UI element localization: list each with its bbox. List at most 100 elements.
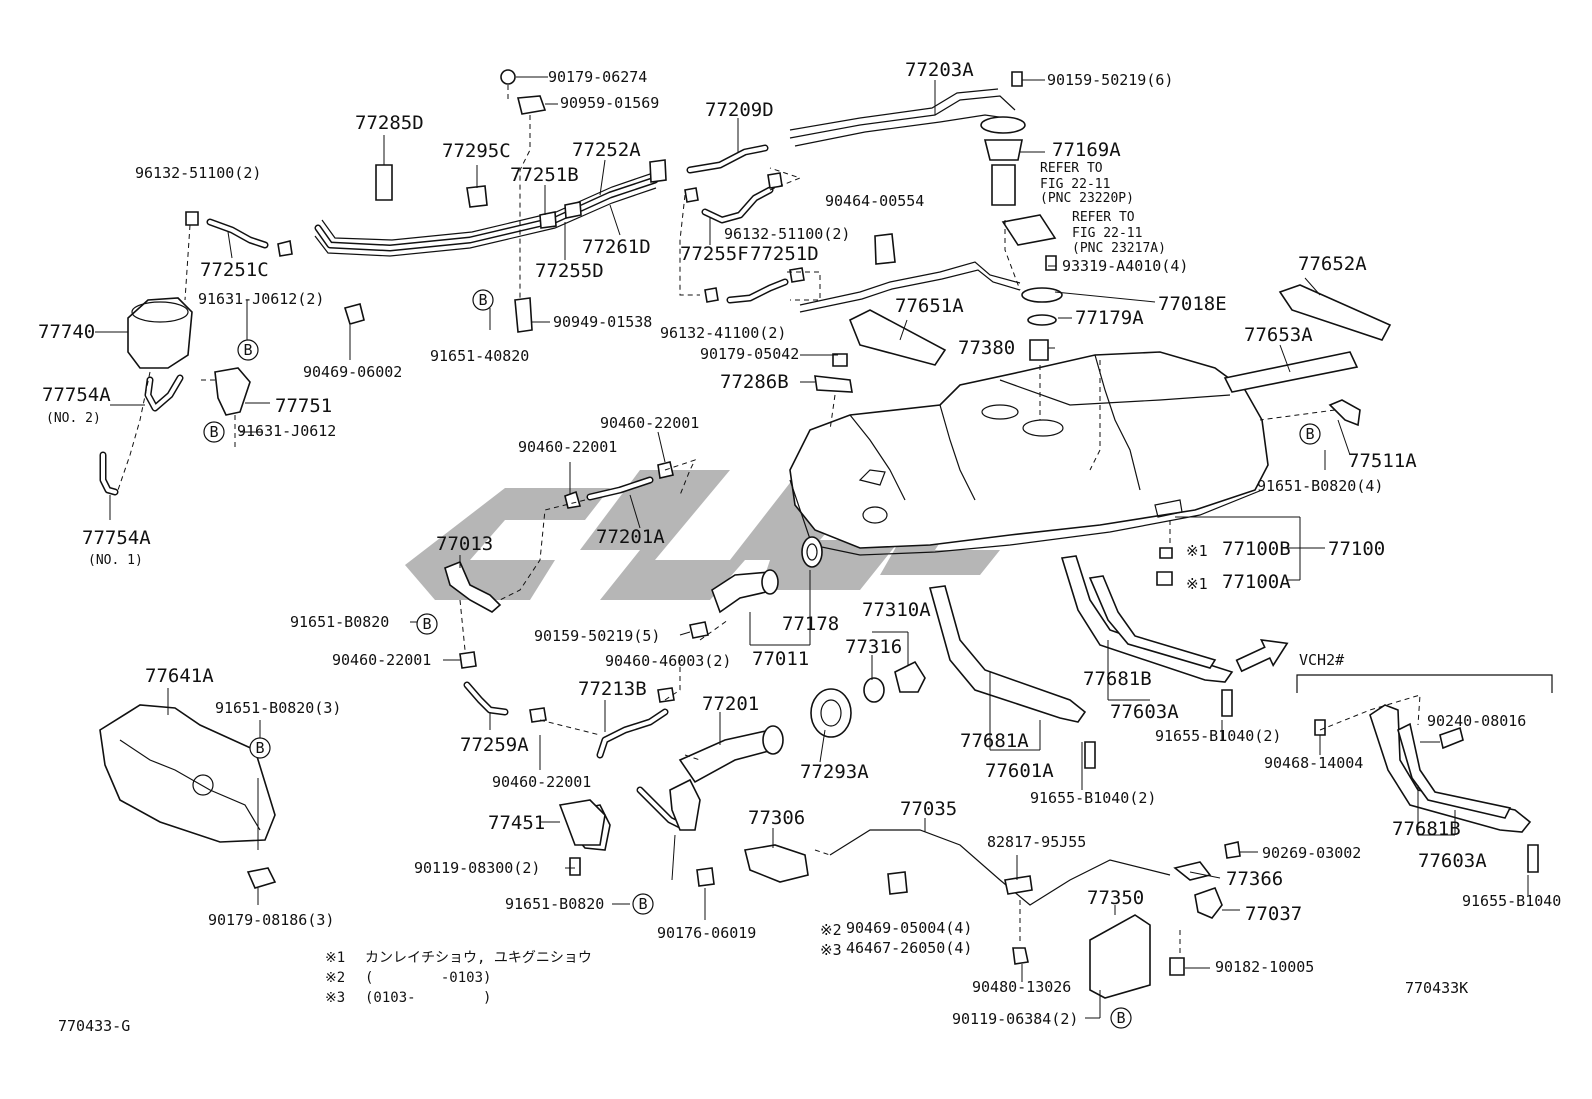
filler-pipe bbox=[569, 536, 1223, 999]
part-label: 77286B bbox=[720, 371, 789, 393]
part-label: 90179-05042 bbox=[700, 345, 799, 363]
part-label: FIG 22-11 bbox=[1072, 226, 1142, 241]
fuel-tank bbox=[789, 351, 1269, 556]
b-mark-circle bbox=[1110, 1007, 1132, 1029]
b-mark-circle bbox=[1299, 423, 1321, 445]
part-label: 90468-14004 bbox=[1264, 754, 1363, 772]
part-label: 77179A bbox=[1075, 307, 1144, 329]
part-label: 93319-A4010(4) bbox=[1062, 257, 1188, 275]
dashed-lines bbox=[117, 85, 1421, 960]
part-label: 91655-B1040(2) bbox=[1030, 789, 1156, 807]
part-label: 77100 bbox=[1328, 538, 1385, 560]
part-label: 77681B bbox=[1392, 818, 1461, 840]
part-label: REFER TO bbox=[1040, 161, 1103, 176]
canister bbox=[99, 297, 606, 889]
part-label: 77255D bbox=[535, 260, 604, 282]
part-label: FIG 22-11 bbox=[1040, 177, 1110, 192]
b-mark-letter: B bbox=[255, 739, 264, 757]
fuel-pump bbox=[980, 116, 1063, 361]
part-label: 77310A bbox=[862, 599, 931, 621]
part-label: 77295C bbox=[442, 140, 511, 162]
part-label: 90119-08300(2) bbox=[414, 859, 540, 877]
part-label: 90240-08016 bbox=[1427, 712, 1526, 730]
part-label: 91655-B1040 bbox=[1462, 892, 1561, 910]
part-label: 90460-22001 bbox=[600, 414, 699, 432]
part-label: 90179-06274 bbox=[548, 68, 647, 86]
part-label: 77035 bbox=[900, 798, 957, 820]
part-label: 77380 bbox=[958, 337, 1015, 359]
part-label: 90159-50219(5) bbox=[534, 627, 660, 645]
part-label: 77681A bbox=[960, 730, 1029, 752]
b-mark-letter: B bbox=[243, 341, 252, 359]
part-label: 77203A bbox=[905, 59, 974, 81]
part-label: 90119-06384(2) bbox=[952, 1010, 1078, 1028]
b-mark-letter: B bbox=[638, 895, 647, 913]
part-label: 77603A bbox=[1110, 701, 1179, 723]
part-label: 91651-B0820 bbox=[290, 613, 389, 631]
tank-straps bbox=[928, 555, 1234, 723]
part-label: 77652A bbox=[1298, 253, 1367, 275]
part-label: 770433-G bbox=[58, 1017, 130, 1035]
part-label: 77259A bbox=[460, 734, 529, 756]
part-label: 90179-08186(3) bbox=[208, 911, 334, 929]
part-label: 77651A bbox=[895, 295, 964, 317]
part-label: 77011 bbox=[752, 648, 809, 670]
tank-protectors bbox=[848, 284, 1392, 427]
part-label: 90159-50219(6) bbox=[1047, 71, 1173, 89]
part-label: 77013 bbox=[436, 533, 493, 555]
part-label: 77037 bbox=[1245, 903, 1302, 925]
reference-mark: ※1 bbox=[1186, 575, 1208, 593]
part-label: 77252A bbox=[572, 139, 641, 161]
part-label: 77251C bbox=[200, 259, 269, 281]
part-label: 77754A bbox=[82, 527, 151, 549]
footnote-text: カンレイチショウ, ユキグニショウ bbox=[365, 950, 592, 966]
b-mark-letter: B bbox=[1305, 425, 1314, 443]
part-label: (NO. 2) bbox=[46, 411, 101, 426]
part-label: 90464-00554 bbox=[825, 192, 924, 210]
fuel-lines bbox=[99, 88, 1021, 829]
part-label: 77316 bbox=[845, 636, 902, 658]
part-label: VCH2# bbox=[1299, 651, 1344, 669]
part-label: (PNC 23217A) bbox=[1072, 241, 1166, 256]
part-label: 77209D bbox=[705, 99, 774, 121]
part-label: 77451 bbox=[488, 812, 545, 834]
part-label: 77603A bbox=[1418, 850, 1487, 872]
part-label: 91651-B0820 bbox=[505, 895, 604, 913]
b-mark-letter: B bbox=[422, 615, 431, 633]
part-label: 77306 bbox=[748, 807, 805, 829]
b-mark-circle bbox=[203, 421, 225, 443]
part-label: REFER TO bbox=[1072, 210, 1135, 225]
b-mark-circle bbox=[249, 737, 271, 759]
part-label: (PNC 23220P) bbox=[1040, 191, 1134, 206]
part-label: 77601A bbox=[985, 760, 1054, 782]
part-label: 77754A bbox=[42, 384, 111, 406]
reference-mark: ※1 bbox=[1186, 542, 1208, 560]
fittings bbox=[185, 69, 1539, 976]
part-label: 77100B bbox=[1222, 538, 1291, 560]
part-label: 77350 bbox=[1087, 887, 1144, 909]
part-label: 77641A bbox=[145, 665, 214, 687]
part-label: 77366 bbox=[1226, 868, 1283, 890]
part-label: 46467-26050(4) bbox=[846, 939, 972, 957]
part-label: 77255F bbox=[680, 243, 749, 265]
part-label: 77653A bbox=[1244, 324, 1313, 346]
b-mark-circle bbox=[416, 613, 438, 635]
part-label: 90460-46003(2) bbox=[605, 652, 731, 670]
part-label: 77740 bbox=[38, 321, 95, 343]
part-label: 77213B bbox=[578, 678, 647, 700]
part-label: 82817-95J55 bbox=[987, 833, 1086, 851]
part-label: 91631-J0612(2) bbox=[198, 290, 324, 308]
part-label: 90460-22001 bbox=[492, 773, 591, 791]
b-mark-circle bbox=[632, 893, 654, 915]
part-label: 90460-22001 bbox=[518, 438, 617, 456]
part-label: (NO. 1) bbox=[88, 553, 143, 568]
reference-mark: ※3 bbox=[820, 941, 842, 959]
footnote-mark: ※2 bbox=[325, 970, 345, 986]
part-label: 77285D bbox=[355, 112, 424, 134]
part-label: 77681B bbox=[1083, 668, 1152, 690]
part-label: 77169A bbox=[1052, 139, 1121, 161]
part-label: 90182-10005 bbox=[1215, 958, 1314, 976]
part-label: 90469-06002 bbox=[303, 363, 402, 381]
